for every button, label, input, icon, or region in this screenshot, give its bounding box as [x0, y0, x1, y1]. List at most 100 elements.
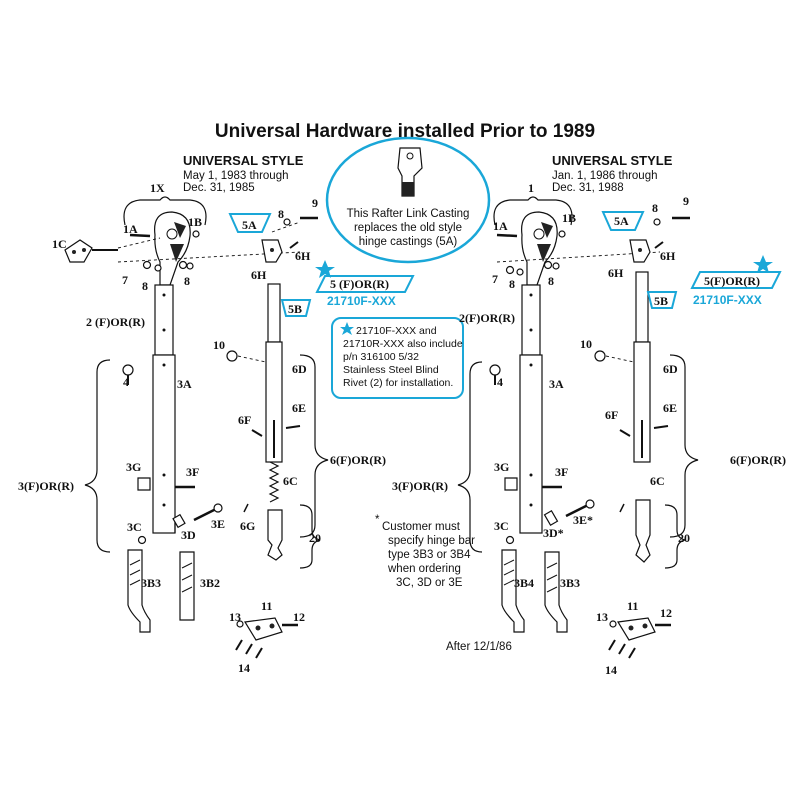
label-r3a: 3A: [549, 377, 564, 391]
label-8c: 8: [278, 207, 284, 221]
label-r8a: 8: [509, 277, 515, 291]
label-5a: 5A: [242, 218, 257, 232]
left-style-heading: UNIVERSAL STYLE: [183, 153, 304, 168]
label-r3c: 3C: [494, 519, 509, 533]
label-6d: 6D: [292, 362, 307, 376]
label-r1a: 1A: [493, 219, 508, 233]
star-note-line3: p/n 316100 5/32: [343, 351, 419, 363]
customer-note-line4: when ordering: [387, 563, 461, 575]
label-r11: 11: [627, 599, 638, 613]
customer-note-star: *: [375, 514, 380, 526]
label-r4: 4: [497, 375, 503, 389]
label-11: 11: [261, 599, 272, 613]
right-date-line2: Dec. 31, 1988: [552, 182, 624, 194]
label-r6e: 6E: [663, 401, 677, 415]
right-assembly: [457, 196, 782, 659]
label-1a: 1A: [123, 222, 138, 236]
label-10: 10: [213, 338, 225, 352]
label-r6d: 6D: [663, 362, 678, 376]
label-1c: 1C: [52, 237, 67, 251]
label-6g: 6G: [240, 519, 255, 533]
label-r3b4: 3B4: [514, 576, 534, 590]
customer-note-line1: Customer must: [382, 521, 461, 533]
star-icon: [340, 322, 354, 335]
oval-line1: This Rafter Link Casting: [347, 208, 470, 220]
left-hinge-casting-icon: [154, 211, 191, 286]
label-3c: 3C: [127, 520, 142, 534]
label-r3e: 3E*: [573, 513, 593, 527]
label-6h-2: 6H: [251, 268, 267, 282]
label-r1b: 1B: [562, 211, 576, 225]
label-8b: 8: [184, 274, 190, 288]
left-blue-star-icon: [315, 260, 335, 278]
oval-line2: replaces the old style: [354, 222, 462, 234]
label-r5b: 5B: [654, 294, 668, 308]
label-6e: 6E: [292, 401, 306, 415]
label-r6c: 6C: [650, 474, 665, 488]
label-r8b: 8: [548, 274, 554, 288]
label-3e: 3E: [211, 517, 225, 531]
label-3b3: 3B3: [141, 576, 161, 590]
label-r7: 7: [492, 272, 498, 286]
label-r6: 6(F)OR(R): [730, 453, 786, 467]
star-note-box: 21710F-XXX and 21710R-XXX also include p…: [331, 317, 464, 399]
label-r3g: 3G: [494, 460, 509, 474]
label-5-part: 21710F-XXX: [327, 294, 396, 308]
label-r13: 13: [596, 610, 608, 624]
left-5a-tag: [228, 213, 272, 233]
label-r5: 5(F)OR(R): [704, 274, 760, 288]
customer-note-line2: specify hinge bar: [388, 535, 475, 547]
left-assembly: [64, 196, 415, 659]
right-blue-star-icon: [753, 255, 773, 273]
label-r8c: 8: [652, 201, 658, 215]
label-2: 2 (F)OR(R): [86, 315, 145, 329]
label-3g: 3G: [126, 460, 141, 474]
label-r2: 2(F)OR(R): [459, 311, 515, 325]
label-r3b3: 3B3: [560, 576, 580, 590]
right-11-plate-icon: [617, 617, 656, 641]
label-r5-part: 21710F-XXX: [693, 293, 762, 307]
left-11-plate-icon: [244, 617, 283, 641]
right-date-line1: Jan. 1, 1986 through: [552, 170, 658, 182]
label-3f: 3F: [186, 465, 199, 479]
label-8a: 8: [142, 279, 148, 293]
customer-note-line3: type 3B3 or 3B4: [388, 549, 471, 561]
label-r9: 9: [683, 194, 689, 208]
right-5b-tag: [646, 291, 678, 309]
right-3b4-hinge-bar-icon: [501, 549, 525, 633]
label-6: 6(F)OR(R): [330, 453, 386, 467]
label-14: 14: [238, 661, 250, 675]
label-1b: 1B: [188, 215, 202, 229]
star-note-line2: 21710R-XXX also include: [343, 338, 463, 350]
after-date-note: After 12/1/86: [446, 641, 512, 653]
right-3b3-hinge-bar-icon: [544, 551, 568, 633]
left-5-tag: [315, 275, 415, 293]
label-4: 4: [123, 375, 129, 389]
label-r10: 10: [580, 337, 592, 351]
label-r6h-2: 6H: [608, 266, 624, 280]
star-note-line1: 21710F-XXX and: [356, 325, 437, 337]
label-5b: 5B: [288, 302, 302, 316]
label-r14: 14: [605, 663, 617, 677]
oval-line3: hinge castings (5A): [359, 236, 458, 248]
label-r3f: 3F: [555, 465, 568, 479]
left-3b3-hinge-bar-icon: [127, 549, 151, 633]
right-5-tag: [690, 271, 782, 289]
label-20: 20: [309, 531, 321, 545]
label-r5a: 5A: [614, 214, 629, 228]
label-3a: 3A: [177, 377, 192, 391]
label-3d: 3D: [181, 528, 196, 542]
right-hinge-casting-icon: [521, 211, 558, 286]
label-6f: 6F: [238, 413, 251, 427]
right-style-heading: UNIVERSAL STYLE: [552, 153, 673, 168]
label-6h: 6H: [295, 249, 311, 263]
star-note-line4: Stainless Steel Blind: [343, 364, 439, 376]
label-r6f: 6F: [605, 408, 618, 422]
customer-note-line5: 3C, 3D or 3E: [396, 577, 463, 589]
left-1c-bracket-icon: [64, 239, 118, 263]
left-date-line2: Dec. 31, 1985: [183, 182, 255, 194]
label-r3: 3(F)OR(R): [392, 479, 448, 493]
label-5: 5 (F)OR(R): [330, 277, 389, 291]
label-r12: 12: [660, 606, 672, 620]
